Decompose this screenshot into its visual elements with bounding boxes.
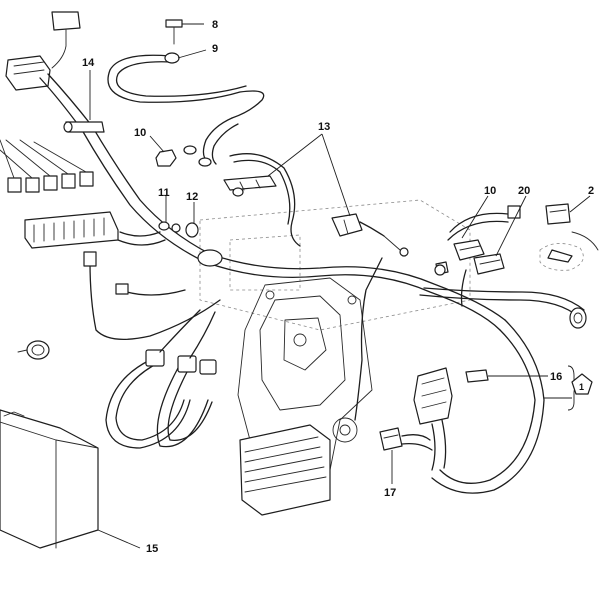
fuse-holder-16	[413, 367, 489, 471]
harness-sleeve	[63, 121, 105, 133]
connector-17	[379, 427, 433, 451]
callout-12: 12	[186, 191, 198, 203]
top-left-connector	[5, 11, 81, 91]
left-branch-wires	[83, 231, 221, 341]
callout-14: 14	[82, 57, 95, 69]
callout-17: 17	[384, 487, 396, 499]
callout-13: 13	[318, 121, 330, 133]
nut-10-center	[434, 264, 446, 276]
callout-labels: 8 9 14 10 13 11 12 10 20 2 16 1 17 15	[82, 19, 594, 555]
rectifier-regulator	[239, 424, 331, 516]
battery-cable-9	[107, 52, 265, 167]
bolt-8	[165, 19, 183, 45]
nut-10-left	[155, 149, 177, 167]
relay-row	[0, 139, 94, 193]
relay-10-right	[447, 205, 521, 261]
connector-2	[539, 203, 599, 271]
callout-20: 20	[518, 185, 530, 197]
fuse-box	[24, 211, 119, 249]
callout-9: 9	[212, 43, 218, 55]
callout-11: 11	[158, 187, 170, 199]
fastener-11	[158, 221, 181, 233]
callout-15: 15	[146, 543, 158, 555]
reference-marker-1	[571, 373, 593, 395]
callout-8: 8	[212, 19, 218, 31]
bracket-13	[223, 153, 301, 247]
bracket-13-right	[331, 213, 401, 251]
right-harness-plug	[569, 307, 587, 329]
battery	[0, 409, 99, 549]
ignition-leads	[105, 309, 217, 449]
engine-frame-outline	[199, 199, 471, 476]
leader-lines	[89, 23, 591, 549]
callout-16: 16	[550, 371, 562, 383]
callout-10-right: 10	[484, 185, 496, 197]
callout-2: 2	[588, 185, 594, 197]
relay-20	[460, 253, 505, 307]
callout-10-left: 10	[134, 127, 146, 139]
callout-1: 1	[579, 382, 584, 392]
grommet	[185, 222, 223, 267]
round-plug-cap	[17, 340, 50, 360]
